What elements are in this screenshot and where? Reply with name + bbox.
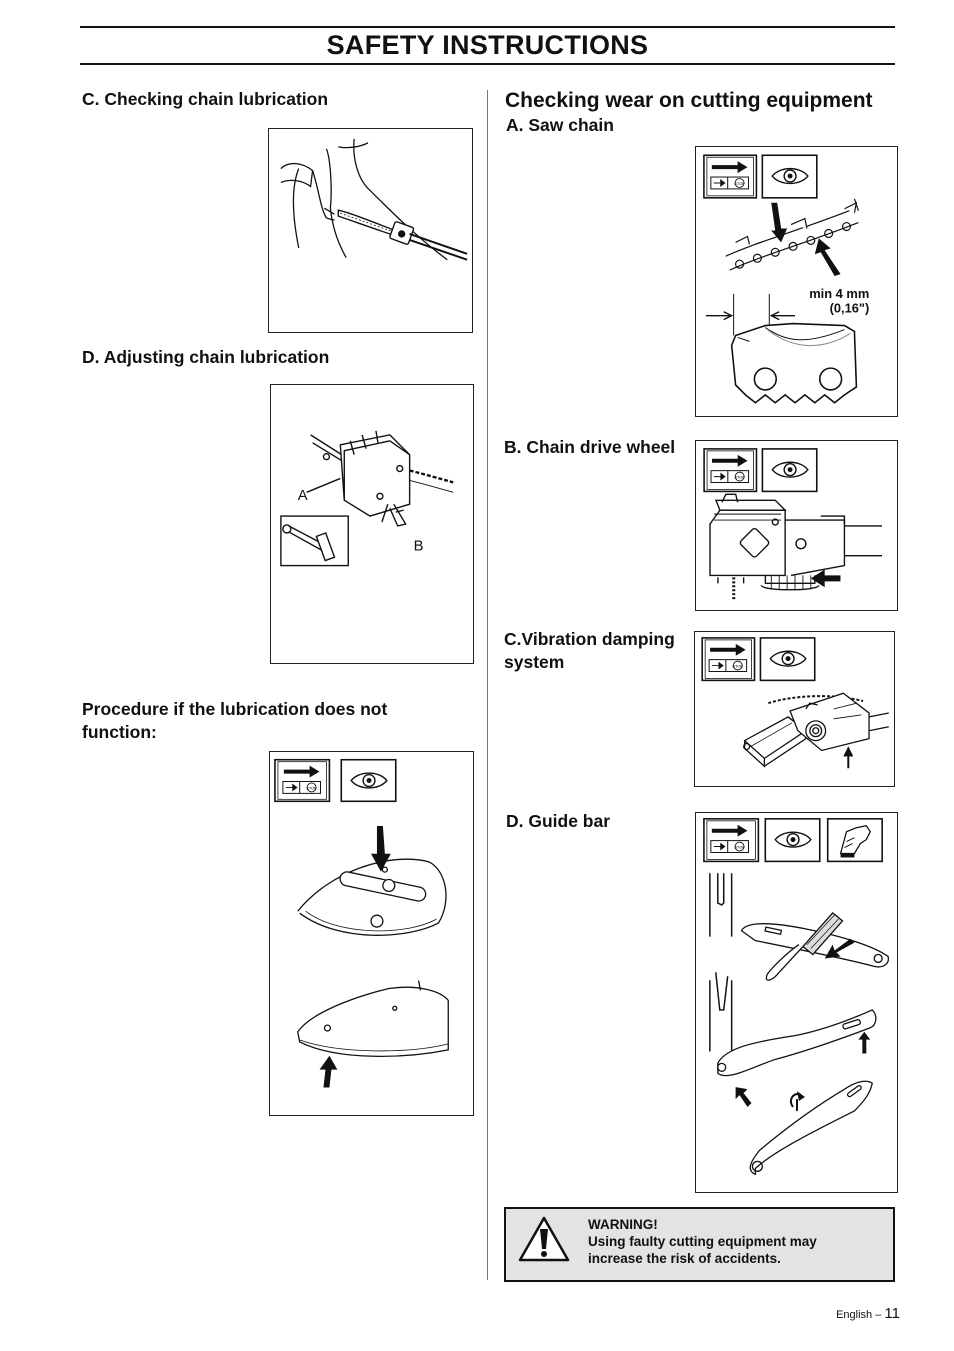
illustration-tree-pole-saw [280,138,468,261]
inset-tool-box [280,515,349,567]
figure-vibration-damping: STOP [694,631,895,787]
illustration-guide-bar-maintenance: STOP [703,818,890,1176]
illustration-saw-chain-wear: STOP min 4 mm (0,16") [703,154,870,404]
figure-chain-drive-wheel: STOP [695,440,898,611]
figure-checking-lubrication [268,128,473,333]
illustration-vibration-damper: STOP [701,637,889,769]
heading-checking-wear: Checking wear on cutting equipment [505,89,873,112]
illustration-chain-drive-wheel: STOP [703,448,882,602]
stop-engine-icon: STOP [701,637,756,682]
heading-guide-bar: D. Guide bar [506,811,611,831]
figure-guide-bar: STOP [695,812,898,1193]
heading-saw-chain: A. Saw chain [506,115,614,135]
column-divider [487,90,488,1280]
heading-vibration-damping-line2: system [504,652,565,672]
figure-saw-chain: STOP min 4 mm (0,16") [695,146,898,417]
page-number: 11 [884,1305,900,1322]
eye-inspect-icon [340,758,397,803]
protective-glove-icon [826,818,883,863]
warning-line-2: increase the risk of accidents. [588,1251,781,1266]
stop-text: STOP [732,664,743,669]
heading-checking-chain-lubrication: C. Checking chain lubrication [82,89,329,109]
stop-text: STOP [734,845,745,850]
stop-text: STOP [734,181,745,186]
stop-text: STOP [306,785,317,790]
illustration-guide-bar-oil-holes: STOP [274,758,449,1088]
heading-procedure-lubrication-line2: function: [82,722,157,742]
header-rule-bottom [80,63,895,65]
label-min-016-inch: (0,16") [830,301,870,316]
warning-text: WARNING! Using faulty cutting equipment … [588,1216,817,1267]
figure-lubrication-procedure: STOP [269,751,474,1116]
warning-box: WARNING! Using faulty cutting equipment … [504,1207,895,1282]
figure-adjusting-lubrication: A B [270,384,474,664]
warning-title: WARNING! [588,1217,658,1232]
stop-engine-icon: STOP [274,758,331,803]
warning-line-1: Using faulty cutting equipment may [588,1234,817,1249]
stop-engine-icon: STOP [703,448,758,493]
illustration-oil-pump-adjustment: A B [280,430,454,567]
stop-engine-icon: STOP [703,818,760,863]
eye-inspect-icon [764,818,821,863]
eye-inspect-icon [759,637,816,682]
heading-adjusting-chain-lubrication: D. Adjusting chain lubrication [82,347,330,367]
label-min-4mm: min 4 mm [809,286,869,301]
page-footer: English – 11 [836,1305,900,1322]
warning-triangle-icon [518,1216,570,1262]
heading-procedure-lubrication-line1: Procedure if the lubrication does not [82,699,388,719]
header-rule-top [80,26,895,28]
heading-chain-drive-wheel: B. Chain drive wheel [504,437,676,457]
eye-inspect-icon [761,154,818,199]
label-a: A [298,488,308,504]
combination-spanner-icon [282,524,336,562]
footer-language: English – [836,1309,882,1321]
stop-text: STOP [734,475,745,480]
stop-engine-icon: STOP [703,154,758,199]
eye-inspect-icon [761,448,818,493]
label-b: B [414,539,424,555]
page-title: SAFETY INSTRUCTIONS [326,30,649,60]
heading-vibration-damping-line1: C.Vibration damping [504,629,675,649]
